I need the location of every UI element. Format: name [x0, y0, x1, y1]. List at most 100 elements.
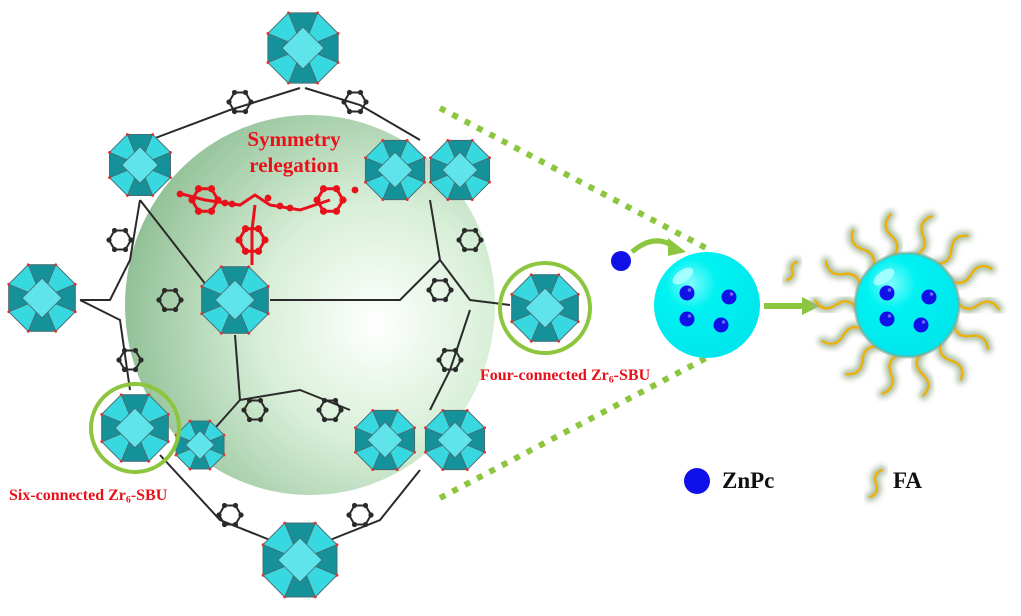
- cluster-upper-mid-right: [364, 139, 426, 201]
- linker-atom: [121, 366, 128, 373]
- cluster-oxygen: [266, 61, 270, 64]
- cluster-center-facet: [214, 279, 256, 321]
- red-linker-atom: [214, 196, 222, 204]
- fa-strand-core: [955, 300, 1001, 311]
- six-connected-label-suffix: -SBU: [130, 487, 168, 504]
- linker-atom: [332, 416, 339, 423]
- cluster-oxygen: [147, 459, 151, 463]
- linker-atom: [226, 99, 232, 105]
- fa-strand: [821, 256, 865, 292]
- cluster-oxygen: [287, 11, 290, 15]
- cluster-oxygen: [7, 310, 11, 314]
- linker-atom: [172, 306, 179, 313]
- cluster-oxygen: [222, 433, 226, 437]
- linker-atom: [426, 287, 432, 293]
- cluster-oxygen: [151, 194, 155, 197]
- linker-chain: [149, 87, 301, 141]
- linker-atom: [321, 416, 328, 423]
- cluster-center-facet: [185, 430, 215, 460]
- linker-chain: [159, 454, 271, 541]
- cluster-oxygen: [529, 273, 533, 277]
- cluster-oxygen: [222, 453, 226, 457]
- linker-atom: [448, 287, 454, 293]
- linker-atom: [246, 416, 253, 423]
- red-linker-atom: [228, 200, 236, 208]
- cluster-oxygen: [446, 139, 450, 142]
- fa-strand: [847, 226, 879, 273]
- fa-strand-core: [938, 340, 964, 381]
- cluster-oxygen: [54, 263, 58, 267]
- red-linker-atom: [188, 196, 196, 204]
- linker-atom: [357, 89, 364, 96]
- linker-atom: [122, 227, 129, 234]
- loading-arrow-head: [668, 238, 686, 256]
- six-connected-label-prefix: Six-connected Zr: [9, 487, 126, 504]
- linker-chain: [329, 469, 421, 541]
- linker-benzene-ring: [227, 91, 253, 113]
- pore-sphere: [125, 115, 495, 495]
- fa-strand: [935, 337, 967, 384]
- linker-atom: [431, 296, 438, 303]
- cluster-center-facet: [366, 421, 404, 459]
- cluster-oxygen: [510, 292, 514, 296]
- red-linker-atom: [261, 236, 269, 244]
- loaded-znpc-molecule: [679, 311, 695, 327]
- linker-atom: [246, 397, 253, 404]
- cluster-oxygen: [465, 409, 469, 412]
- red-linker-atom: [176, 190, 184, 198]
- red-linker-atom: [264, 194, 272, 202]
- cluster-oxygen: [336, 32, 340, 35]
- linker-atom: [232, 502, 239, 509]
- cluster-oxygen: [200, 312, 204, 316]
- cluster-oxygen: [26, 329, 30, 333]
- cluster-oxygen: [283, 521, 287, 525]
- cluster-oxygen: [488, 156, 491, 160]
- six-connected-label: Six-connected Zr6-SBU: [9, 487, 167, 505]
- cluster-center-facet: [441, 151, 479, 189]
- linker-atom: [231, 108, 238, 115]
- linker-atom: [178, 297, 184, 303]
- linker-atom: [221, 521, 228, 528]
- cluster-center-facet: [21, 277, 63, 319]
- cluster-oxygen: [151, 133, 155, 136]
- fa-strand-core: [952, 322, 990, 350]
- cluster-oxygen: [208, 419, 212, 423]
- fa-strand-core: [915, 351, 930, 397]
- cluster-oxygen: [423, 180, 426, 184]
- linker-atom: [238, 512, 244, 518]
- linker-atom: [216, 512, 222, 518]
- red-linker-atom: [254, 225, 263, 233]
- cluster-oxygen: [336, 61, 340, 64]
- cluster-oxygen: [73, 310, 77, 314]
- cluster-oxygen: [108, 176, 111, 180]
- linker-atom: [232, 521, 239, 528]
- linker-atom: [241, 407, 247, 413]
- cluster-oxygen: [73, 282, 77, 286]
- linker-atom: [363, 99, 369, 105]
- linker-chain: [304, 87, 421, 141]
- fa-strand-core: [881, 353, 901, 395]
- linker-atom: [161, 287, 168, 294]
- linker-chain: [79, 299, 131, 391]
- cluster-oxygen: [188, 419, 192, 423]
- cluster-oxygen: [335, 573, 339, 577]
- cluster-oxygen: [488, 180, 491, 184]
- six-connected-highlight-circle: [89, 382, 181, 474]
- linker-atom: [138, 357, 144, 363]
- cluster-oxygen: [395, 409, 399, 412]
- cluster-oxygen: [470, 139, 474, 142]
- fa-strand: [912, 348, 933, 401]
- cluster-oxygen: [413, 426, 416, 430]
- cluster-oxygen: [266, 284, 270, 288]
- linker-atom: [456, 237, 462, 243]
- cluster-oxygen: [483, 426, 486, 430]
- linker-atom: [442, 296, 449, 303]
- loaded-znpc-molecule: [879, 311, 895, 327]
- cluster-center-facet: [281, 26, 325, 70]
- cluster-oxygen: [283, 595, 287, 599]
- cluster-oxygen: [441, 468, 445, 471]
- legend-fa-strand-shape: [865, 465, 887, 502]
- fa-strand-core: [821, 326, 865, 345]
- cluster-oxygen: [424, 426, 427, 430]
